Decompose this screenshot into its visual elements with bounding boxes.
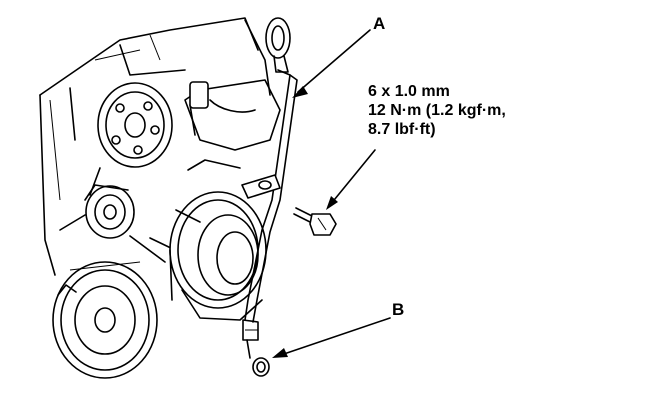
callout-leaders [272, 29, 391, 358]
mounting-bolt [293, 207, 337, 236]
engine-block [39, 17, 271, 276]
torque-spec: 6 x 1.0 mm 12 N·m (1.2 kgf·m, 8.7 lbf·ft… [368, 82, 506, 139]
dipstick-handle [265, 17, 291, 73]
dipstick-tube [242, 69, 298, 359]
tube-bracket [241, 174, 281, 199]
crank-pulley [52, 261, 158, 379]
spec-line-3: 8.7 lbf·ft) [368, 121, 436, 138]
center-pulley [169, 191, 267, 321]
upper-pulley [97, 82, 173, 168]
label-a: A [373, 14, 386, 33]
label-b: B [392, 300, 405, 319]
spec-line-1: 6 x 1.0 mm [368, 83, 450, 100]
spec-line-2: 12 N·m (1.2 kgf·m, [368, 102, 506, 119]
o-ring [252, 357, 270, 377]
front-cover [184, 79, 281, 171]
idler-pulley [84, 184, 135, 239]
